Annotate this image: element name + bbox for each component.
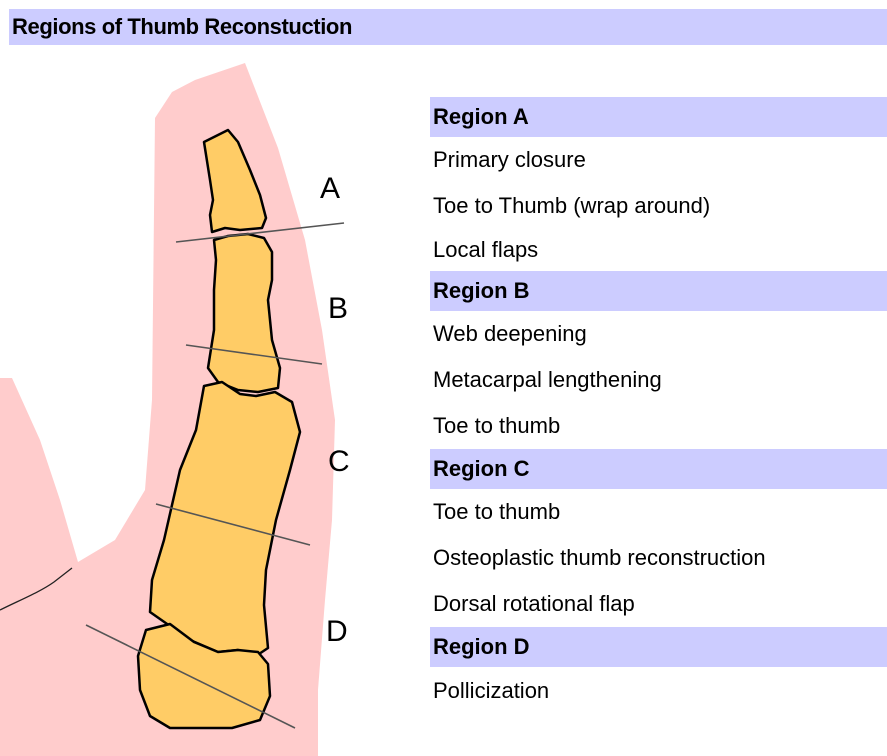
proximal-phalanx <box>208 234 280 392</box>
region-b-block: Region B Web deepening Metacarpal length… <box>430 271 887 449</box>
region-letter-d: D <box>326 615 348 648</box>
reconstruction-options: Region A Primary closure Toe to Thumb (w… <box>430 97 887 715</box>
option-item: Toe to thumb <box>430 403 887 449</box>
option-item: Toe to thumb <box>430 489 887 535</box>
region-letter-c: C <box>328 445 350 478</box>
option-item: Osteoplastic thumb reconstruction <box>430 535 887 581</box>
region-letter-a: A <box>320 172 340 205</box>
thumb-diagram: A B C D <box>0 0 420 756</box>
option-item: Pollicization <box>430 667 887 715</box>
region-b-header: Region B <box>430 271 887 311</box>
option-item: Primary closure <box>430 137 887 183</box>
region-c-header: Region C <box>430 449 887 489</box>
region-d-block: Region D Pollicization <box>430 627 887 715</box>
option-item: Metacarpal lengthening <box>430 357 887 403</box>
option-item: Dorsal rotational flap <box>430 581 887 627</box>
region-letter-b: B <box>328 292 348 325</box>
region-a-block: Region A Primary closure Toe to Thumb (w… <box>430 97 887 271</box>
region-a-header: Region A <box>430 97 887 137</box>
region-c-block: Region C Toe to thumb Osteoplastic thumb… <box>430 449 887 627</box>
region-d-header: Region D <box>430 627 887 667</box>
option-item: Toe to Thumb (wrap around) <box>430 183 887 229</box>
option-item: Web deepening <box>430 311 887 357</box>
option-item: Local flaps <box>430 229 887 271</box>
